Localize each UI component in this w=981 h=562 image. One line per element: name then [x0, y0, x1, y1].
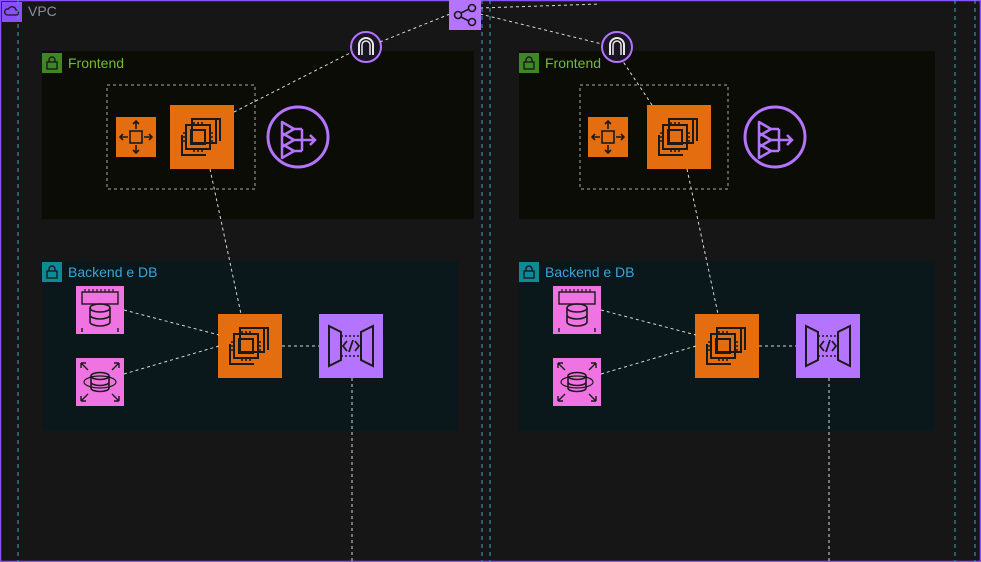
route-table-icon: [449, 0, 481, 30]
rds-instance-icon: [75, 285, 125, 335]
vpc-cloud-icon: [2, 2, 22, 22]
auto-scaling-icon: [587, 116, 629, 158]
connector: [123, 309, 220, 336]
connector: [123, 345, 220, 375]
column-2: Frontend Backend e DB: [518, 31, 935, 562]
frontend-subnet: [519, 51, 935, 219]
connector: [600, 309, 697, 336]
api-gateway-icon: [318, 313, 384, 379]
autoscaling-group: [106, 84, 256, 190]
lock-icon: [41, 52, 63, 74]
connector: [479, 3, 601, 9]
aurora-cluster-icon: [552, 357, 602, 407]
backend-subnet-label: Backend e DB: [68, 264, 158, 280]
connector: [600, 345, 697, 375]
autoscaling-group: [579, 84, 729, 190]
ec2-instance-icon: [217, 313, 283, 379]
frontend-subnet-label: Frontend: [68, 55, 124, 71]
internet-gateway-icon: [601, 31, 633, 63]
lock-icon: [518, 52, 540, 74]
frontend-subnet-label: Frontend: [545, 55, 601, 71]
connector: [379, 13, 603, 45]
lock-icon: [41, 261, 63, 283]
internet-gateway-icon: [350, 31, 382, 63]
backend-subnet-label: Backend e DB: [545, 264, 635, 280]
connector: [209, 168, 242, 315]
vpc-label: VPC: [28, 3, 57, 19]
auto-scaling-icon: [115, 116, 157, 158]
ec2-instance-icon: [169, 104, 235, 170]
ec2-instance-icon: [646, 104, 712, 170]
ec2-instance-icon: [694, 313, 760, 379]
rds-instance-icon: [552, 285, 602, 335]
api-gateway-icon: [795, 313, 861, 379]
aurora-cluster-icon: [75, 357, 125, 407]
connector: [233, 51, 353, 113]
column-1: Frontend Backend e DB: [41, 31, 474, 562]
frontend-subnet: [42, 51, 474, 219]
connector: [686, 168, 719, 315]
lock-icon: [518, 261, 540, 283]
